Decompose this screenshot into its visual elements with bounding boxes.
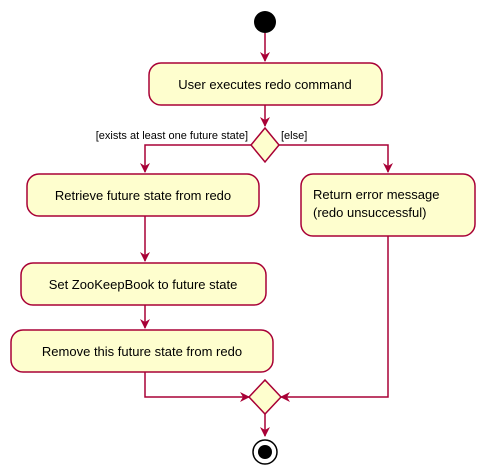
action-retrieve-state: Retrieve future state from redo [26,173,260,217]
start-node [254,11,276,33]
arrow-decision-to-error [279,144,393,173]
action-redo-command: User executes redo command [148,62,383,106]
action-remove-state: Remove this future state from redo [10,329,274,373]
decision-diamond [250,126,280,164]
guard-exists-label: [exists at least one future state] [96,130,248,142]
action-error-line1: Return error message [313,187,439,202]
action-remove-state-label: Remove this future state from redo [42,344,242,359]
action-error-message: Return error message (redo unsuccessful) [300,173,476,237]
arrow-remove-to-merge [144,372,250,402]
action-error-line2: (redo unsuccessful) [313,205,426,220]
action-set-state-label: Set ZooKeepBook to future state [49,277,238,292]
guard-else-label: [else] [281,130,307,142]
action-retrieve-state-label: Retrieve future state from redo [55,188,231,203]
end-node [252,439,278,465]
action-redo-command-label: User executes redo command [178,77,351,92]
action-set-state: Set ZooKeepBook to future state [20,262,267,306]
merge-diamond [247,378,283,416]
arrow-decision-to-retrieve [140,144,251,173]
arrow-error-to-merge [280,236,389,402]
